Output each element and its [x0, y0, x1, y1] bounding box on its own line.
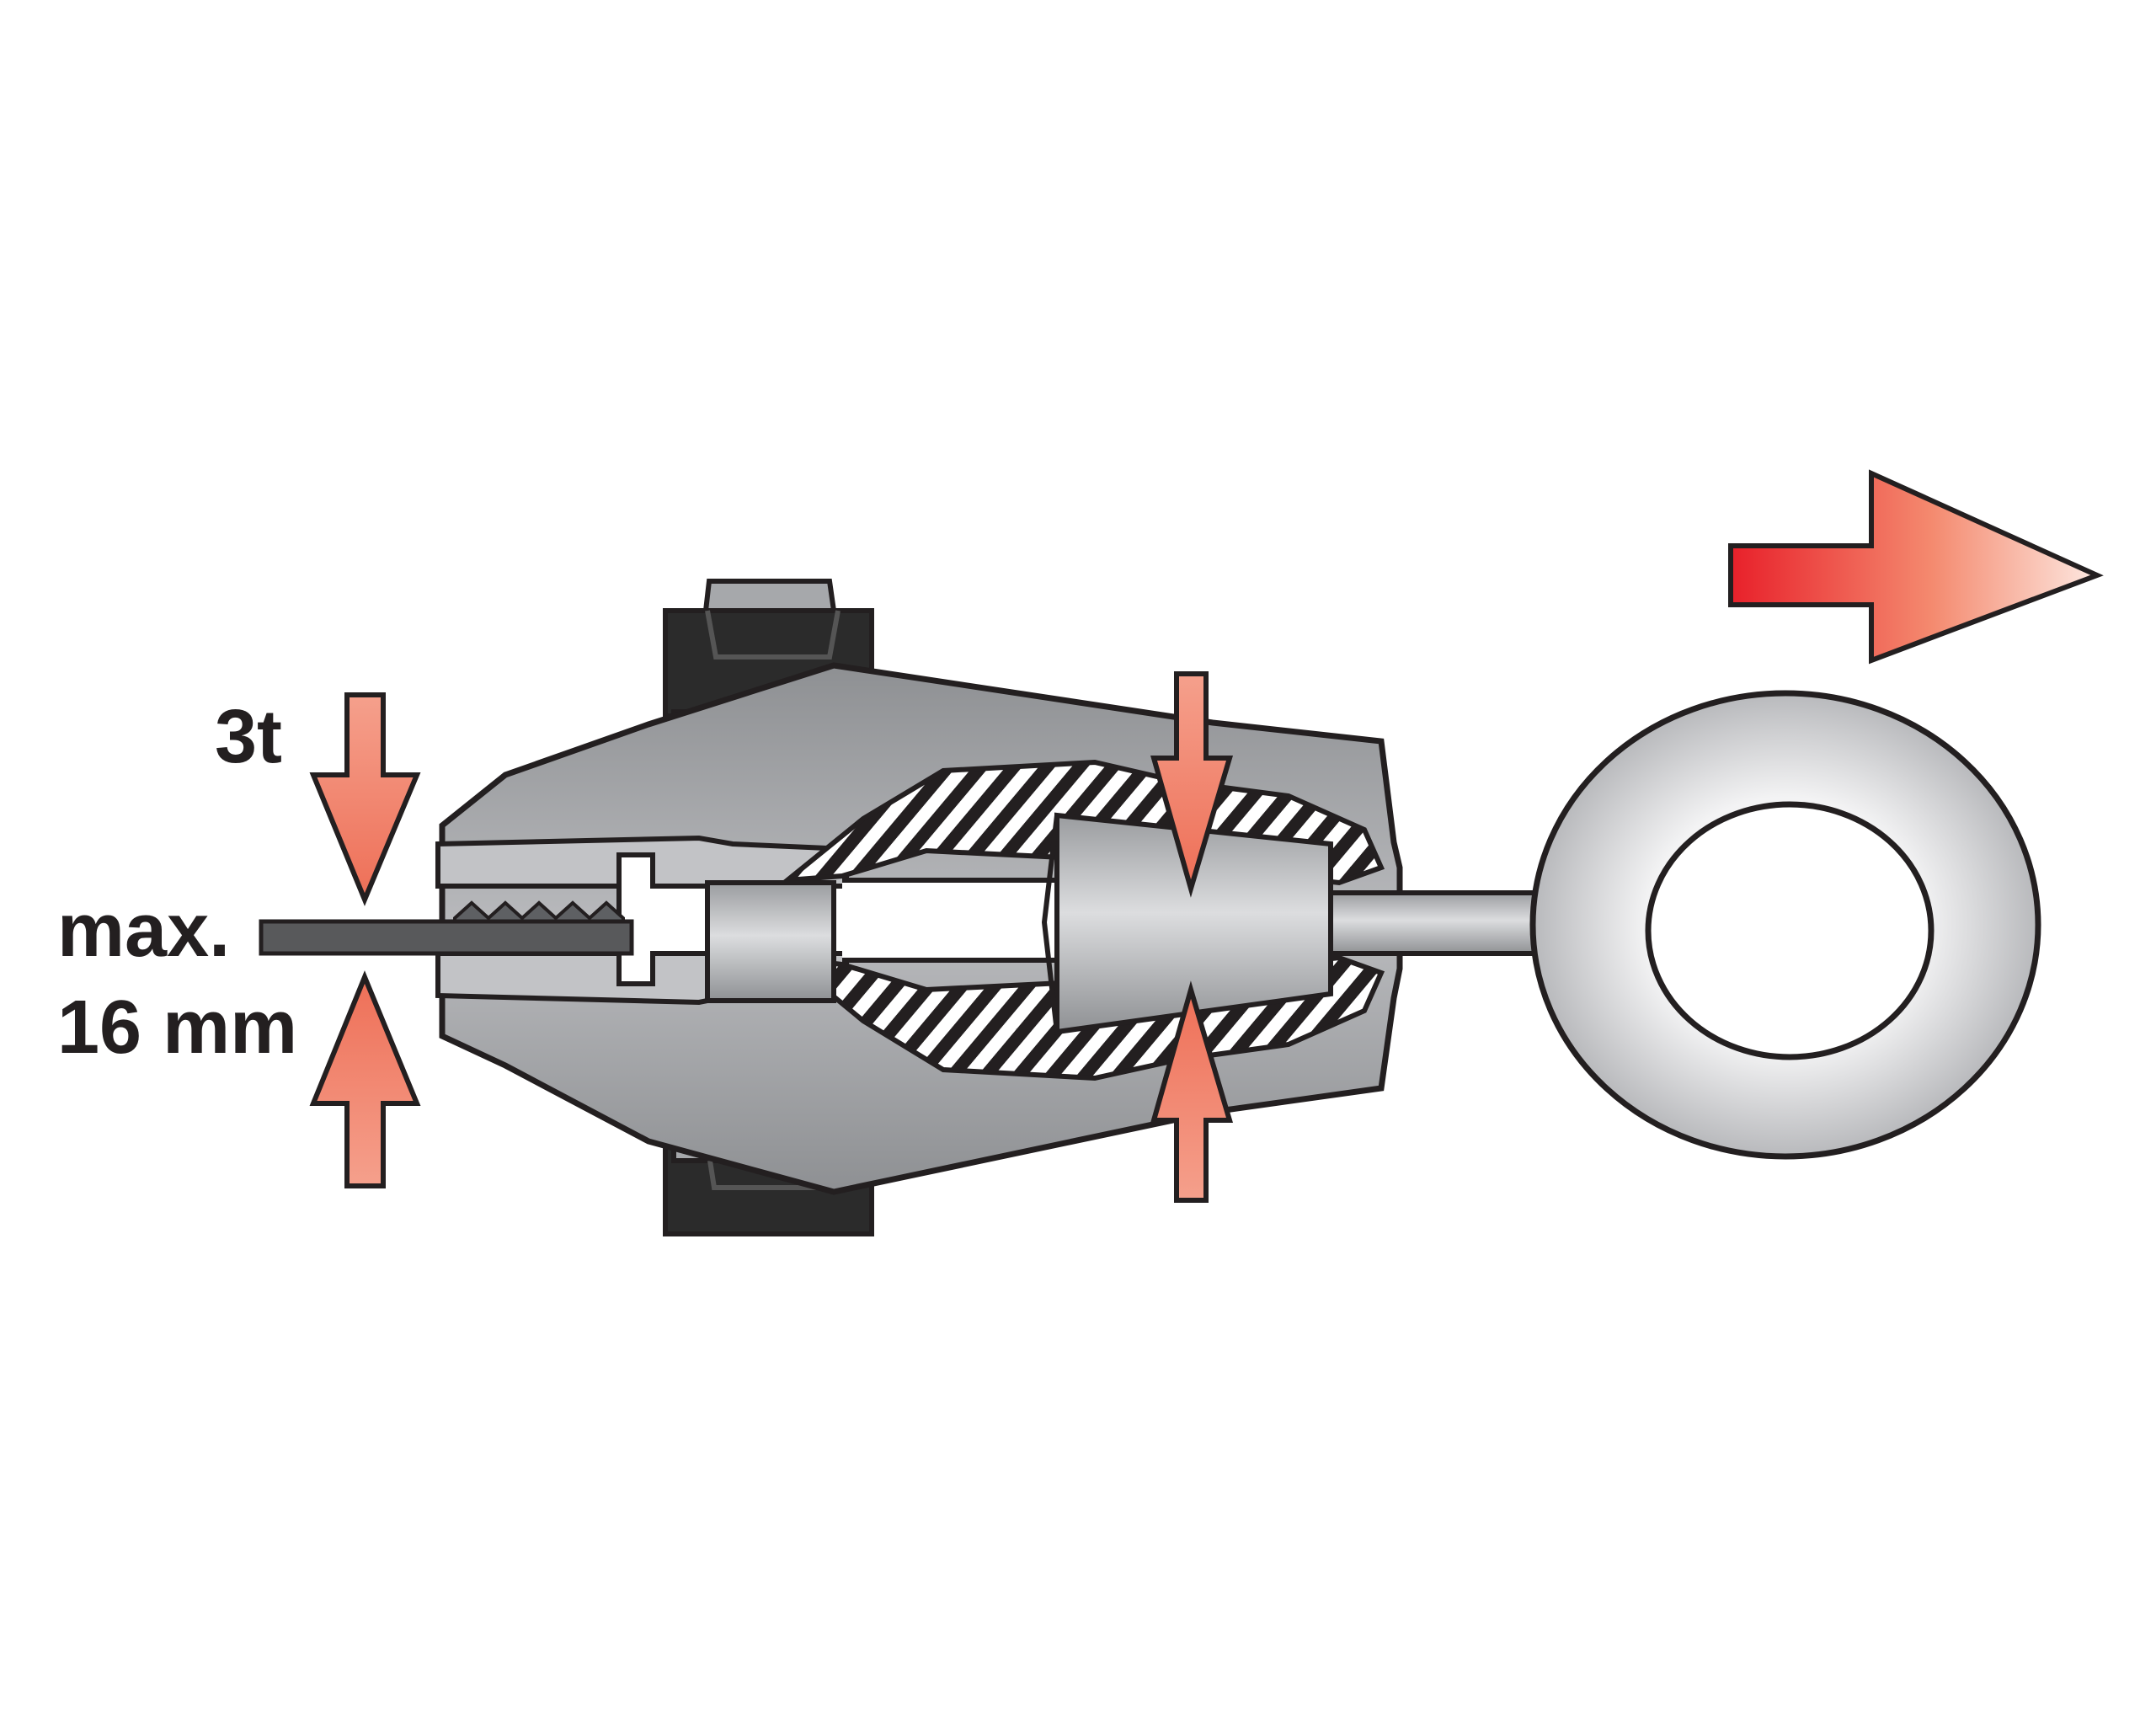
force-arrow-bottom-middle-icon — [1150, 980, 1234, 1203]
force-arrow-top-middle-icon — [1150, 671, 1234, 898]
thickness-label: 16 mm — [57, 985, 297, 1070]
force-arrow-bottom-left-icon — [309, 970, 421, 1188]
force-label: 3t — [215, 695, 282, 779]
max-label: max. — [57, 889, 230, 973]
pull-direction-arrow-icon — [1728, 469, 2104, 665]
sheet-metal — [259, 919, 634, 956]
eye-ring — [1529, 690, 2041, 1160]
force-arrow-top-left-icon — [309, 692, 421, 906]
inner-pin — [705, 812, 1556, 1035]
